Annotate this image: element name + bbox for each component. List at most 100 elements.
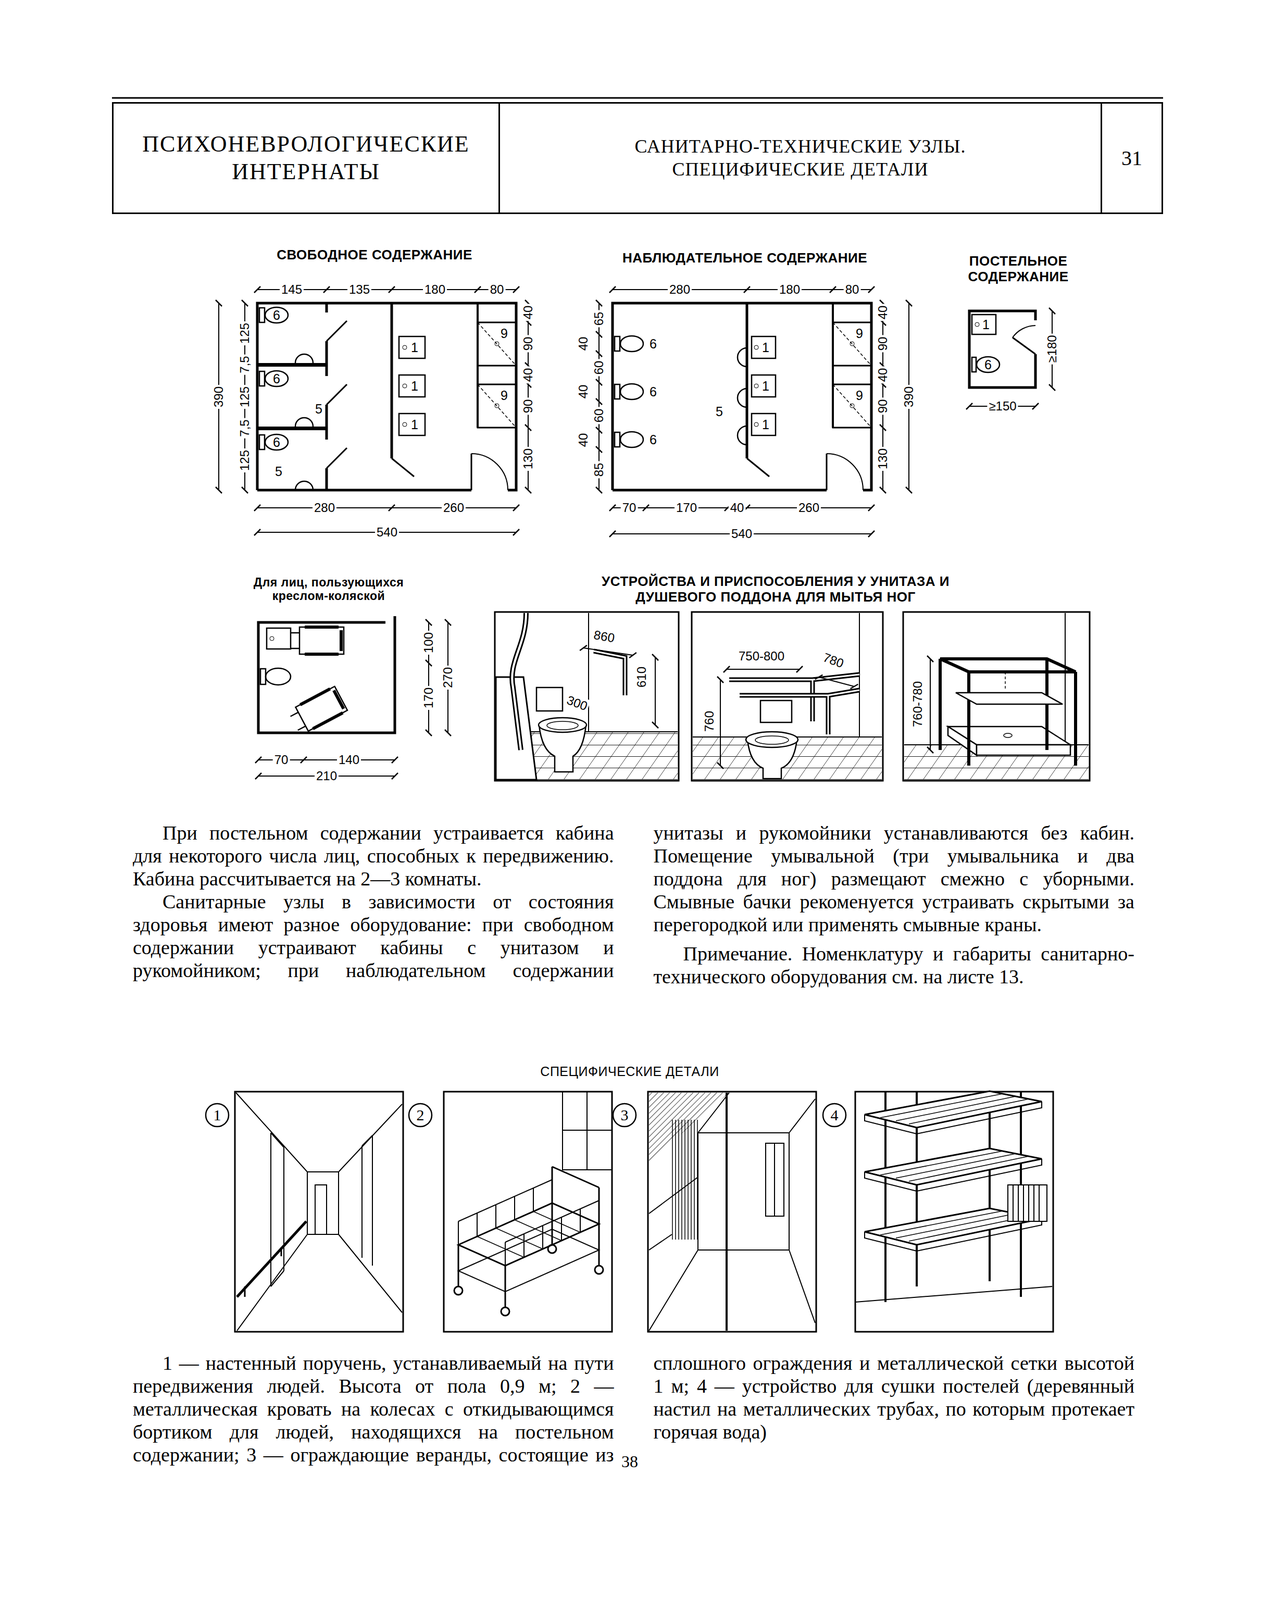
detail-number-circle (408, 1103, 432, 1127)
section-title: УСТРОЙСТВА И ПРИСПОСОБЛЕНИЯ У УНИТАЗА И … (577, 573, 974, 606)
device-illustration (512, 613, 527, 751)
section-title: Для лиц, пользующихся креслом-коляской (234, 575, 423, 604)
floor-plan (751, 375, 776, 397)
dimension-line (612, 289, 872, 291)
bed-illustration (443, 1091, 613, 1332)
dimension-label: 40 (520, 366, 536, 384)
floor-plan (494, 403, 499, 408)
dimension-label: 300 (563, 692, 592, 715)
floor-plan (402, 422, 407, 427)
header-cell: САНИТАРНО-ТЕХНИЧЕСКИЕ УЗЛЫ. СПЕЦИФИЧЕСКИ… (500, 102, 1103, 215)
floor-plan (614, 432, 620, 447)
floor-plan (325, 303, 329, 491)
floor-plan (1012, 325, 1036, 338)
dimension-label: 280 (312, 500, 337, 516)
bed-illustration (552, 1166, 599, 1225)
callout-number: 1 (410, 340, 419, 356)
device-illustration (1003, 733, 1013, 738)
floor-plan (477, 322, 517, 428)
corridor-illustration (315, 1184, 327, 1235)
header-rule (111, 97, 1164, 99)
floor-plan (746, 458, 770, 477)
floor-plan (259, 434, 265, 450)
drying-rack-illustration (855, 1091, 1054, 1332)
dimension-line (719, 679, 721, 766)
section-title: СВОБОДНОЕ СОДЕРЖАНИЕ (276, 247, 473, 264)
floor-plan (832, 322, 872, 428)
dimension-label: 540 (729, 526, 754, 542)
floor-plan (390, 303, 394, 459)
dimension-label: 60 (591, 359, 607, 377)
floor-plan (257, 303, 517, 491)
corridor-illustration (307, 1171, 339, 1235)
dimension-label: 180 (422, 282, 447, 297)
device-illustration (976, 744, 1071, 756)
floor-plan (290, 632, 300, 649)
floor-plan (470, 453, 473, 491)
page-number: 38 (621, 1452, 639, 1472)
dimension-label: 125 (237, 448, 253, 473)
device-illustration (760, 700, 792, 723)
dimension-label: 70 (272, 752, 291, 768)
veranda-illustration (647, 1091, 817, 1332)
callout-number: 1 (762, 340, 770, 356)
callout-number: 6 (272, 371, 281, 387)
drying-rack-illustration (855, 1286, 1053, 1303)
dimension-label: 90 (875, 397, 891, 416)
dimension-label: 170 (421, 685, 436, 710)
bed-illustration (458, 1179, 553, 1245)
device-illustration (691, 612, 883, 781)
veranda-illustration (765, 1143, 784, 1217)
floor-plan (471, 453, 508, 491)
section-title: СПЕЦИФИЧЕСКИЕ ДЕТАЛИ (540, 1064, 719, 1080)
floor-plan (969, 310, 1036, 388)
callout-number: 1 (982, 317, 990, 333)
floor-plan (287, 686, 347, 736)
floor-plan (398, 336, 426, 359)
device-illustration (691, 612, 883, 781)
floor-plan (398, 375, 426, 397)
detail-number-circle (822, 1103, 846, 1127)
dimension-label: 7,5 (237, 354, 253, 375)
body-text: Примечание. Номенклатуру и габариты сани… (653, 942, 1135, 989)
veranda-illustration (648, 1177, 698, 1251)
floor-plan (614, 336, 620, 352)
floor-plan (258, 616, 395, 736)
floor-plan (971, 357, 977, 372)
device-illustration (947, 726, 977, 756)
bed-illustration (594, 1265, 604, 1275)
device-illustration (588, 613, 590, 732)
device-illustration (593, 651, 626, 696)
detail-number: 3 (620, 1106, 629, 1125)
floor-plan (751, 413, 776, 436)
dimension-line (583, 647, 656, 726)
floor-plan (1012, 337, 1036, 355)
bed-illustration (443, 1091, 613, 1332)
section-title: НАБЛЮДАТЕЛЬНОЕ СОДЕРЖАНИЕ (622, 250, 868, 267)
floor-plan (265, 370, 289, 387)
header-text: ПСИХОНЕВРОЛОГИЧЕСКИЕ ИНТЕРНАТЫ (126, 130, 486, 186)
corridor-illustration (234, 1091, 404, 1332)
drying-rack-illustration (1013, 1184, 1040, 1222)
dimension-label: 170 (674, 500, 699, 516)
floor-plan (754, 345, 759, 350)
corridor-illustration (236, 1221, 307, 1297)
detail-number: 2 (416, 1106, 425, 1125)
floor-plan (969, 310, 1036, 388)
floor-plan (333, 690, 344, 709)
caption-text: 1 — настенный поручень, устанавливаемый … (132, 1351, 1135, 1467)
callout-number: 1 (410, 417, 419, 433)
bed-illustration (501, 1307, 510, 1316)
floor-plan (620, 383, 644, 400)
floor-plan (258, 616, 395, 733)
callout-number: 9 (855, 326, 864, 342)
bed-illustration (454, 1286, 463, 1295)
callout-number: 5 (315, 401, 323, 417)
detail-number-circle (205, 1103, 229, 1127)
device-illustration (538, 717, 587, 733)
dimension-line (257, 507, 517, 509)
floor-plan (745, 303, 749, 459)
floor-plan (260, 668, 266, 685)
body-text: При постельном содержании устраивается к… (132, 821, 615, 891)
floor-plan (620, 335, 644, 352)
